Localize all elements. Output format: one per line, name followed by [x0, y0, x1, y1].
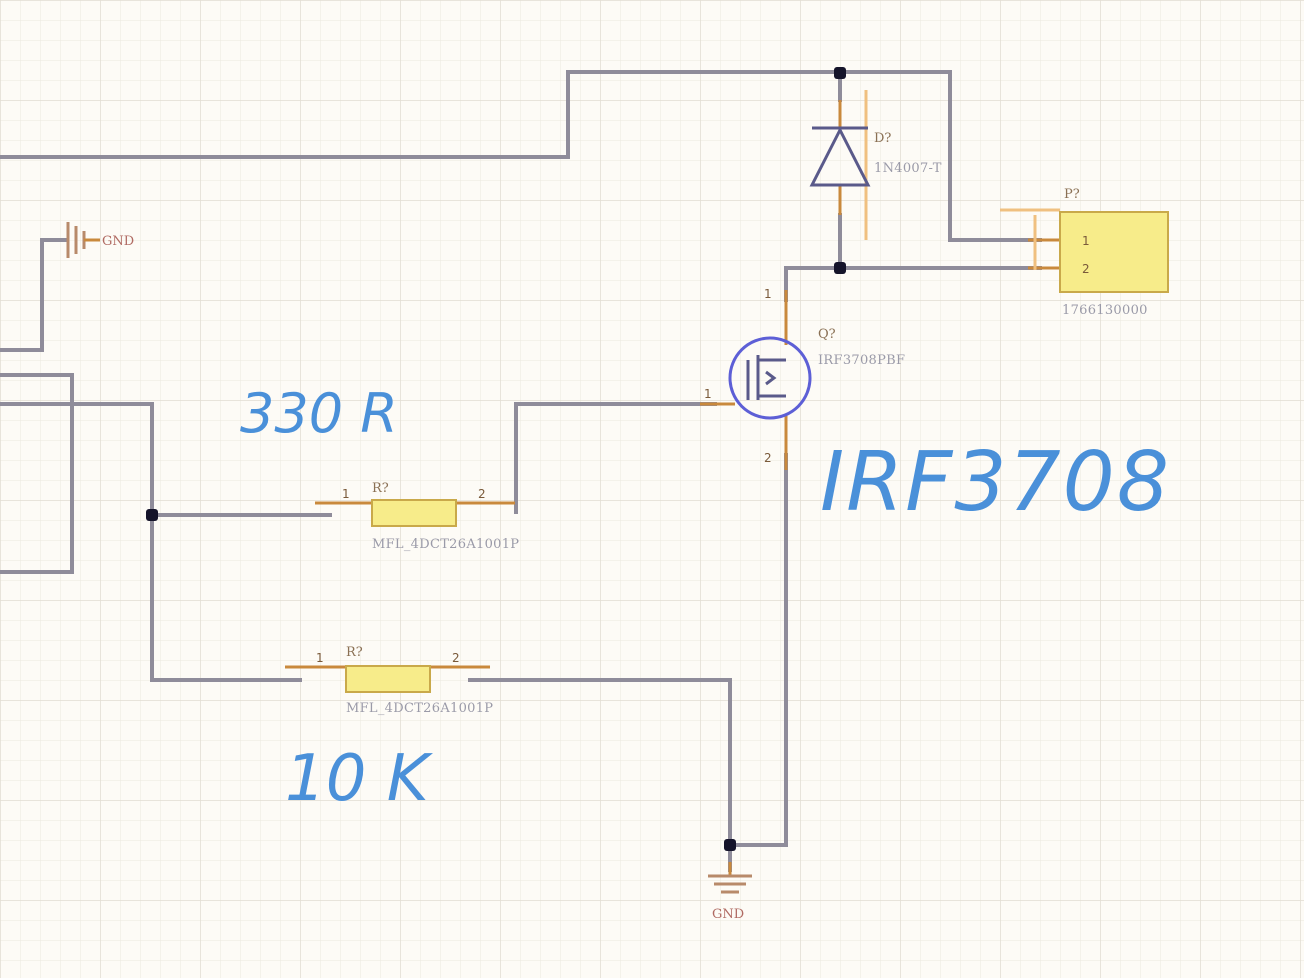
connector-body: [1059, 211, 1169, 293]
pulldown-resistor-comment: MFL_4DCT26A1001P: [346, 701, 493, 716]
wire-pulldown-right[interactable]: [468, 678, 732, 847]
connector-pin-2-number: 2: [1082, 262, 1090, 276]
mosfet-comment: IRF3708PBF: [818, 353, 905, 368]
gate-resistor-component[interactable]: 1 2 R? MFL_4DCT26A1001P: [315, 481, 519, 552]
ground-symbol-bottom[interactable]: GND: [708, 862, 752, 922]
pulldown-resistor-designator: R?: [346, 645, 363, 660]
wires: [0, 70, 1042, 872]
handwritten-mosfet-part: IRF3708: [820, 435, 1171, 530]
wire-input-box[interactable]: [0, 373, 74, 574]
mosfet-gate-pin-number: 1: [704, 387, 712, 401]
connector-component[interactable]: P? 1 2 1766130000: [1000, 187, 1169, 318]
gate-resistor-designator: R?: [372, 481, 389, 496]
mosfet-arrow-icon: [765, 370, 777, 386]
pulldown-resistor-pin-1-number: 1: [316, 651, 324, 665]
wire-supply-to-connector[interactable]: [838, 70, 1042, 242]
ground-symbol-left[interactable]: GND: [66, 222, 134, 258]
pulldown-resistor-body: [345, 665, 431, 693]
wire-pulldown-left[interactable]: [150, 513, 302, 682]
wire-drain[interactable]: [784, 266, 842, 302]
ground-left-label: GND: [102, 234, 134, 249]
connector-designator: P?: [1064, 187, 1080, 202]
handwritten-gate-resistor-value: 330 R: [240, 382, 398, 445]
connector-comment: 1766130000: [1062, 303, 1148, 318]
junctions: [146, 67, 846, 851]
junction-supply: [834, 67, 846, 79]
diode-component[interactable]: D? 1N4007-T: [809, 90, 942, 240]
gate-resistor-comment: MFL_4DCT26A1001P: [372, 537, 519, 552]
connector-pin-1-number: 1: [1082, 234, 1090, 248]
mosfet-designator: Q?: [818, 327, 836, 342]
junction-ground: [724, 839, 736, 851]
gate-resistor-pin-1-number: 1: [342, 487, 350, 501]
wire-gate[interactable]: [514, 402, 717, 514]
mosfet-circle-icon: [728, 336, 812, 420]
wire-source-to-ground[interactable]: [728, 453, 788, 847]
mosfet-drain-pin-number: 1: [764, 287, 772, 301]
wire-gnd-left[interactable]: [0, 238, 67, 352]
diode-designator: D?: [874, 131, 891, 146]
junction-diode-anode: [834, 262, 846, 274]
ground-bottom-label: GND: [712, 907, 744, 922]
diode-comment: 1N4007-T: [874, 161, 942, 176]
pulldown-resistor-pin-2-number: 2: [452, 651, 460, 665]
wire-supply-top[interactable]: [0, 70, 842, 159]
wire-input-signal[interactable]: [0, 402, 154, 517]
mosfet-component[interactable]: 1 1 2 Q? IRF3708PBF: [700, 287, 905, 470]
pulldown-resistor-component[interactable]: 1 2 R? MFL_4DCT26A1001P: [285, 645, 493, 716]
gate-resistor-pin-2-number: 2: [478, 487, 486, 501]
junction-input: [146, 509, 158, 521]
diode-triangle-icon: [809, 126, 871, 187]
gate-resistor-body: [371, 499, 457, 527]
handwritten-pulldown-value: 10 K: [285, 742, 434, 816]
mosfet-source-pin-number: 2: [764, 451, 772, 465]
